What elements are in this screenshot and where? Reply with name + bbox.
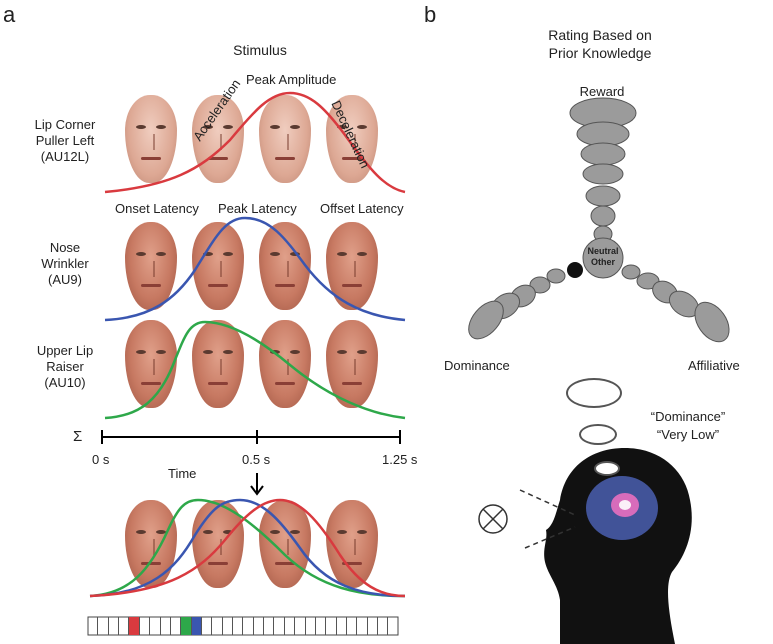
tick-label-0: 0 s (92, 452, 110, 467)
frame-cell (274, 617, 285, 635)
sigma-label: Σ (73, 428, 83, 445)
frame-cell (347, 617, 358, 635)
rating-title: Rating Based on Prior Knowledge (548, 27, 652, 61)
face-image (125, 222, 177, 310)
thought-bubble-medium (579, 424, 617, 445)
frame-cell (243, 617, 254, 635)
face-image (192, 500, 244, 588)
frame-cell (285, 617, 296, 635)
frame-cell (326, 617, 337, 635)
onset-latency-label: Onset Latency (115, 201, 199, 216)
neutral-center (582, 237, 624, 279)
reward-label: Reward (579, 84, 625, 99)
face-image (125, 95, 177, 183)
offset-latency-label: Offset Latency (320, 201, 404, 216)
gaze-line-bottom (524, 526, 576, 549)
frame-cell (254, 617, 265, 635)
dominance-label: Dominance (444, 358, 510, 373)
panel-a-letter: a (3, 2, 16, 27)
au9-curve (104, 216, 406, 322)
face-image (125, 320, 177, 408)
au12l-curve (104, 91, 406, 194)
frame-cell (191, 617, 202, 635)
face-image (192, 95, 244, 183)
tick-label-125: 1.25 s (382, 452, 418, 467)
reward-ellipse-4 (582, 163, 624, 185)
frame-cell (88, 617, 99, 635)
frame-cell (316, 617, 327, 635)
face-image (259, 95, 311, 183)
thought-bubble-large (566, 378, 622, 408)
dominance-marker (567, 262, 583, 278)
frame-cell (202, 617, 213, 635)
stimulus-title: Stimulus (233, 42, 287, 58)
affiliative-label: Affiliative (688, 358, 740, 373)
combined-red-curve (89, 498, 406, 598)
gaze-line-top (519, 489, 576, 516)
frame-cell (295, 617, 306, 635)
frame-cell (223, 617, 234, 635)
frame-cell (140, 617, 151, 635)
frame-cell (98, 617, 109, 635)
frame-cell (129, 617, 140, 635)
face-image (259, 500, 311, 588)
reward-ellipse-6 (590, 205, 616, 227)
time-label: Time (168, 466, 197, 481)
tick-label-05: 0.5 s (242, 452, 271, 467)
combined-green-curve (89, 498, 406, 598)
frame-cell (161, 617, 171, 635)
thought-bubble-small (594, 461, 620, 476)
combined-blue-curve (89, 498, 406, 598)
face-image (326, 320, 378, 408)
face-image (192, 320, 244, 408)
frame-cell (233, 617, 244, 635)
thought-text: “Dominance” “Very Low” (650, 409, 726, 442)
panel-b-letter: b (424, 2, 437, 27)
face-image (326, 500, 378, 588)
frame-cell (337, 617, 347, 635)
row-label-au9: Nose Wrinkler (AU9) (41, 240, 89, 287)
face-image (259, 222, 311, 310)
frame-cell (264, 617, 275, 635)
peak-amplitude-label: Peak Amplitude (246, 72, 337, 87)
reward-ellipse-3 (580, 142, 626, 166)
neutral-other-label: Neutral Other (587, 246, 619, 267)
row-label-au10: Upper Lip Raiser (AU10) (36, 343, 94, 390)
frame-cell (181, 617, 192, 635)
face-image (326, 95, 378, 183)
frame-cell (212, 617, 223, 635)
frame-cell (357, 617, 368, 635)
frame-cell (171, 617, 182, 635)
reward-ellipse-2 (576, 121, 630, 147)
frame-cell (109, 617, 120, 635)
frame-cell (368, 617, 379, 635)
frame-cell (150, 617, 161, 635)
frame-cell (306, 617, 316, 635)
frame-cell (119, 617, 130, 635)
au10-curve (104, 320, 406, 420)
row-label-au12l: Lip Corner Puller Left (AU12L) (34, 117, 96, 164)
head-silhouette (544, 448, 692, 644)
frame-cell (378, 617, 389, 635)
frame-sequence-cells (88, 617, 398, 635)
peak-latency-label: Peak Latency (218, 201, 297, 216)
reward-ellipse-5 (585, 185, 621, 207)
